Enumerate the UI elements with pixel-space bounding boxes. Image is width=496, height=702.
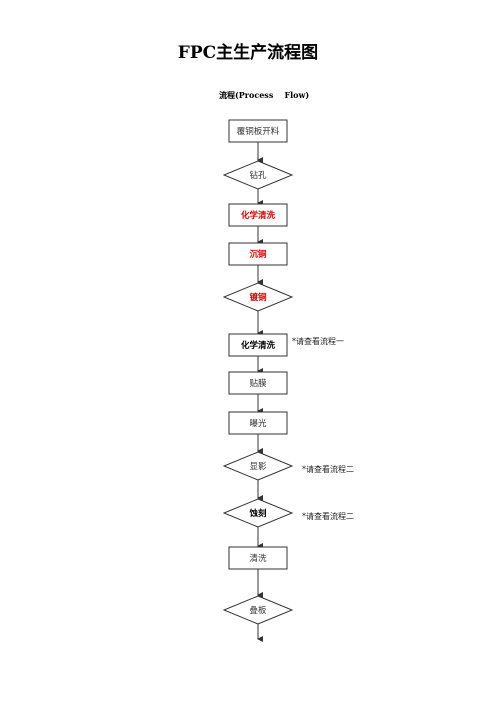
decision-diamond [222, 451, 294, 481]
flow-step-label: 叠板 [249, 605, 267, 616]
flow-step-label: 贴膜 [249, 378, 267, 389]
decision-diamond [222, 498, 294, 528]
flow-step-label: 钻孔 [249, 170, 267, 181]
flow-step-12: 叠板 [222, 595, 294, 625]
flow-step-label: 覆铜板开料 [237, 126, 280, 137]
flow-step-1: 覆铜板开料 [228, 119, 288, 143]
flow-step-label: 镀铜 [249, 292, 267, 303]
process-box [228, 546, 288, 570]
diagram-subtitle: 流程(Process Flow) [219, 90, 310, 100]
flow-step-6: 化学清洗 [228, 333, 288, 357]
flow-step-label: 化学清洗 [241, 210, 276, 221]
flow-step-5: 镀铜 [222, 282, 294, 312]
process-box [228, 333, 288, 357]
flow-step-label: 化学清洗 [241, 340, 276, 351]
decision-diamond [222, 282, 294, 312]
flow-step-label: 蚀刻 [248, 508, 267, 519]
decision-diamond [222, 160, 294, 190]
flow-step-2: 钻孔 [222, 160, 294, 190]
flow-step-7: 贴膜 [228, 371, 288, 395]
flow-step-4: 沉铜 [228, 242, 288, 266]
flow-step-3: 化学清洗 [228, 203, 288, 227]
flow-step-label: 沉铜 [249, 249, 267, 260]
flow-step-9: 显影 [222, 451, 294, 481]
process-box [228, 119, 288, 143]
flow-step-10: 蚀刻 [222, 498, 294, 528]
process-box [228, 371, 288, 395]
flow-note: *请查看流程一 [292, 337, 344, 346]
flow-step-label: 清洗 [249, 553, 267, 564]
flow-step-11: 清洗 [228, 546, 288, 570]
flow-note: *请查看流程二 [302, 465, 354, 474]
flow-step-label: 显影 [249, 461, 267, 472]
page-title: FPC主生产流程图 [177, 43, 319, 63]
flow-note: *请查看流程二 [302, 512, 354, 521]
decision-diamond [222, 595, 294, 625]
flow-step-8: 曝光 [228, 411, 288, 435]
process-box [228, 242, 288, 266]
flow-step-label: 曝光 [249, 418, 267, 429]
process-box [228, 203, 288, 227]
process-box [228, 411, 288, 435]
